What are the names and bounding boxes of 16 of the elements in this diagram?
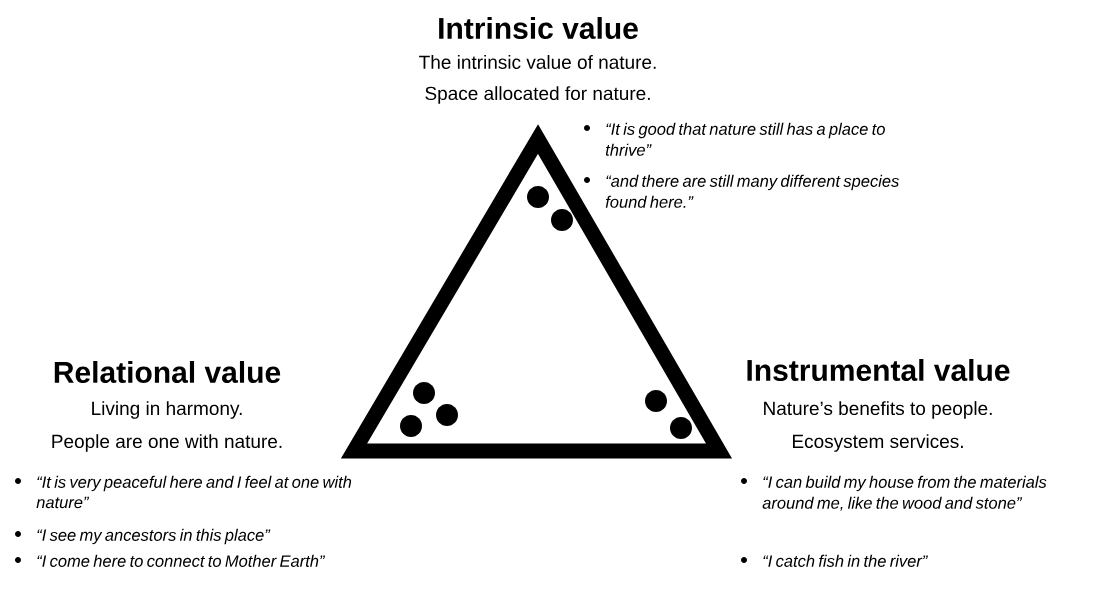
quote-text: “It is good that nature still has a place to thrive”	[605, 122, 885, 156]
quote-text: “I see my ancestors in this place”	[37, 528, 271, 545]
value-heading: Intrinsic value	[439, 17, 638, 39]
value-description: Space allocated for nature.	[425, 86, 650, 104]
quote-text: “I catch fish in the river”	[763, 554, 928, 567]
value-description: Living in harmony.	[92, 401, 242, 419]
quote-text: “I come here to connect to Mother Earth”	[37, 554, 326, 567]
value-heading: Instrumental value	[747, 359, 1010, 381]
value-description: People are one with nature.	[52, 434, 282, 452]
value-description: The intrinsic value of nature.	[419, 55, 656, 69]
quote-text: “I can build my house from the materials around me, like the wood and stone”	[762, 475, 1047, 511]
value-description: Nature’s benefits to people.	[764, 401, 992, 419]
quote-text: “It is very peaceful here and I feel at one with nature”	[36, 475, 352, 509]
value-description: Ecosystem services.	[793, 434, 963, 452]
quote-text: “and there are still many different species found here.”	[605, 174, 899, 208]
value-heading: Relational value	[54, 361, 281, 383]
